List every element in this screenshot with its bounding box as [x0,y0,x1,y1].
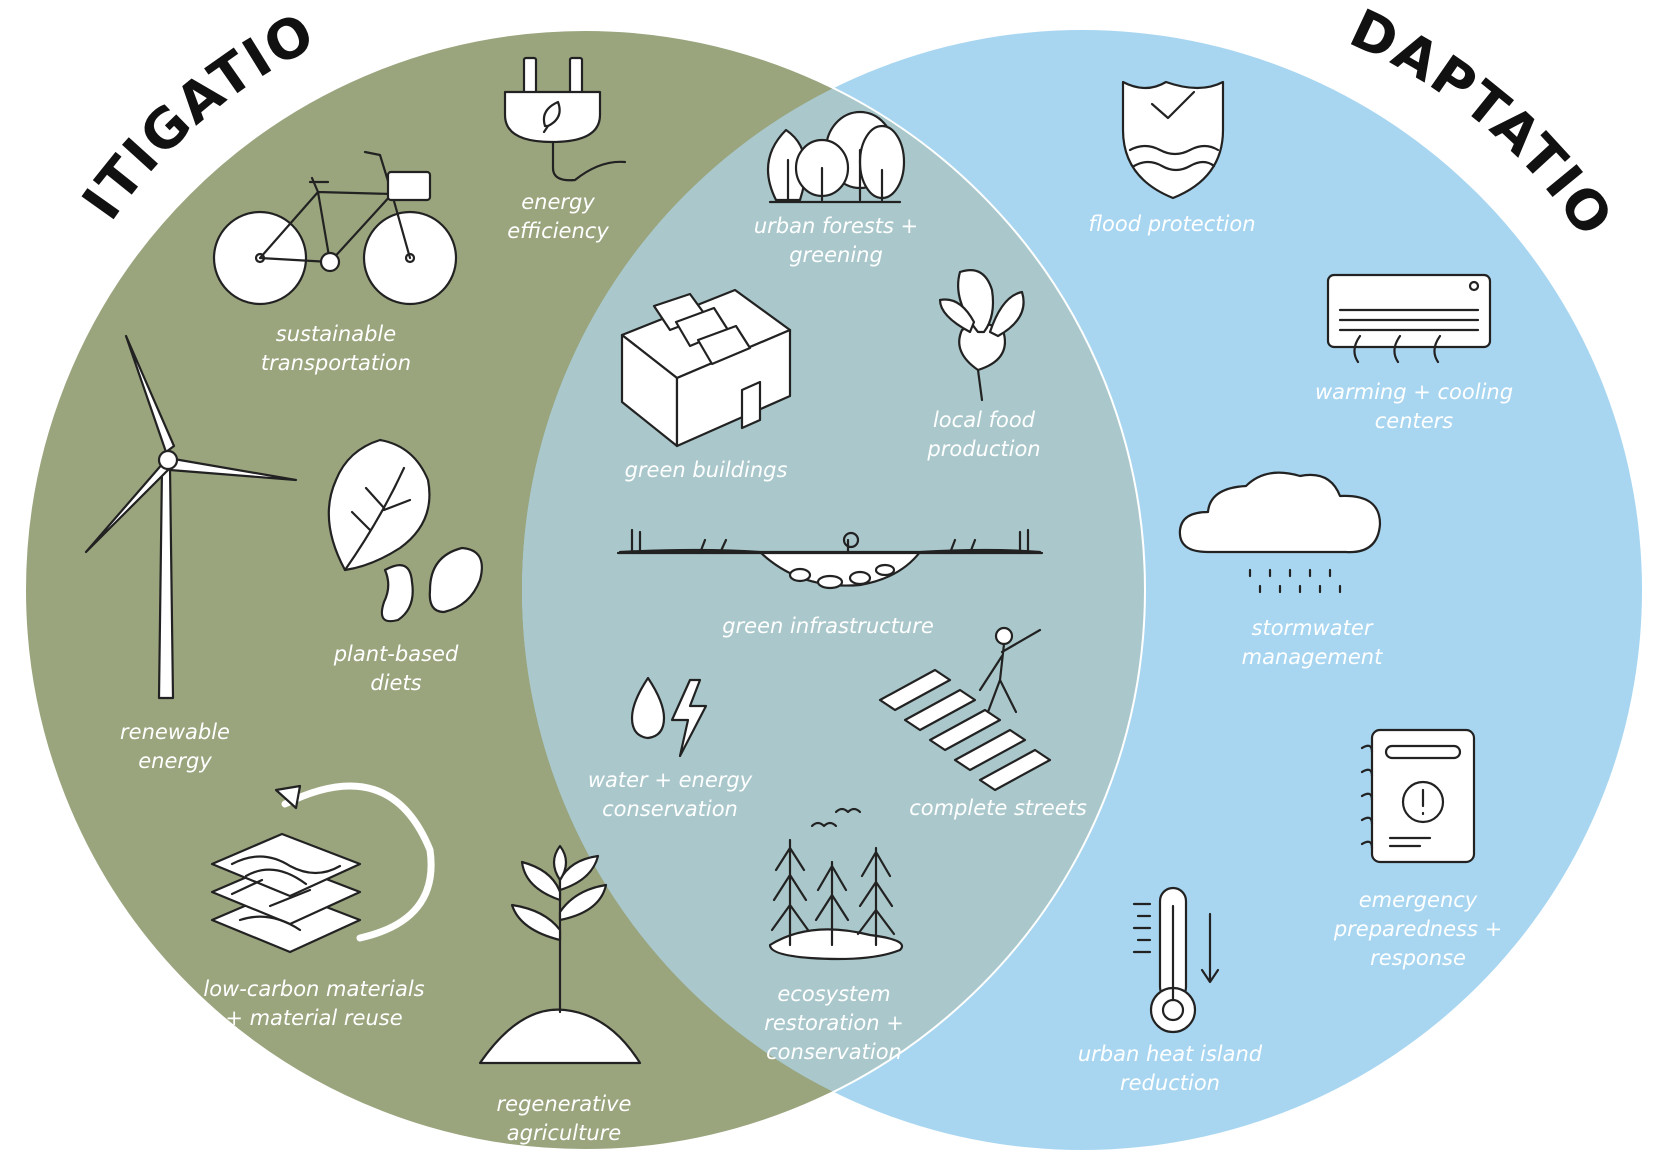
label-line: restoration + [764,1011,904,1035]
trees-icon [766,110,906,204]
label-urban-forests: urban forests + greening [754,212,918,270]
seedling-icon [478,844,642,1065]
label-line: conservation [602,797,738,821]
label-line: complete streets [909,796,1087,820]
label-renewable-energy: renewable energy [120,718,230,776]
label-line: urban heat island [1077,1042,1263,1066]
label-urban-heat: urban heat island reduction [1078,1040,1262,1098]
alert-notebook-icon [1360,728,1476,864]
label-line: low-carbon materials [203,977,425,1001]
bicycle-icon [212,150,458,306]
label-water-energy: water + energy conservation [588,766,752,824]
lettuce-beans-icon [327,438,483,623]
label-line: green infrastructure [722,614,934,638]
plug-leaf-icon [503,56,627,182]
label-line: reduction [1120,1071,1220,1095]
label-emergency: emergency preparedness + response [1334,886,1502,973]
thermometer-icon [1132,886,1220,1034]
beet-icon [938,269,1025,402]
label-green-buildings: green buildings [625,456,788,485]
label-line: preparedness + [1333,917,1503,941]
label-line: management [1241,645,1383,669]
mitigation-outline [24,29,1146,1151]
label-line: agriculture [506,1121,622,1145]
label-line: local food [932,408,1036,432]
label-warming-cooling: warming + cooling centers [1315,378,1513,436]
label-low-carbon-materials: low-carbon materials + material reuse [203,975,424,1033]
overlap-region [522,30,1145,1150]
label-line: ecosystem [777,982,891,1006]
label-line: emergency [1358,888,1478,912]
bioswale-icon [616,528,1044,590]
label-regenerative-agriculture: regenerative agriculture [497,1090,632,1148]
label-line: flood protection [1088,212,1256,236]
label-sustainable-transportation: sustainable transportation [261,320,411,378]
shield-wave-icon [1121,80,1225,200]
pine-trees-icon [768,807,903,961]
label-line: energy [138,749,212,773]
label-plant-based-diets: plant-based diets [334,640,459,698]
label-line: renewable [120,720,230,744]
label-ecosystem-restoration: ecosystem restoration + conservation [764,980,904,1067]
label-line: production [927,437,1041,461]
label-line: warming + cooling [1314,380,1514,404]
label-line: water + energy [587,768,753,792]
label-local-food: local food production [927,406,1040,464]
material-layers-icon [210,782,435,954]
label-line: centers [1374,409,1454,433]
solar-building-icon [620,288,792,448]
wind-turbine-icon [84,334,298,700]
crosswalk-icon [878,626,1052,792]
label-line: plant-based [333,642,459,666]
label-line: regenerative [496,1092,632,1116]
label-line: energy [521,190,595,214]
air-conditioner-icon [1326,273,1492,364]
rain-cloud-icon [1178,471,1382,594]
label-line: transportation [260,351,412,375]
label-line: stormwater [1251,616,1373,640]
drop-bolt-icon [630,676,708,758]
label-line: conservation [766,1040,902,1064]
label-stormwater: stormwater management [1242,614,1383,672]
label-line: response [1370,946,1466,970]
label-line: green buildings [624,458,788,482]
label-green-infrastructure: green infrastructure [722,612,934,641]
label-line: diets [370,671,422,695]
label-line: urban forests + [753,214,919,238]
label-energy-efficiency: energy efficiency [507,188,609,246]
label-complete-streets: complete streets [909,794,1087,823]
label-line: sustainable [275,322,397,346]
label-line: + material reuse [225,1006,403,1030]
label-line: greening [789,243,883,267]
label-flood-protection: flood protection [1088,210,1255,239]
label-line: efficiency [507,219,609,243]
